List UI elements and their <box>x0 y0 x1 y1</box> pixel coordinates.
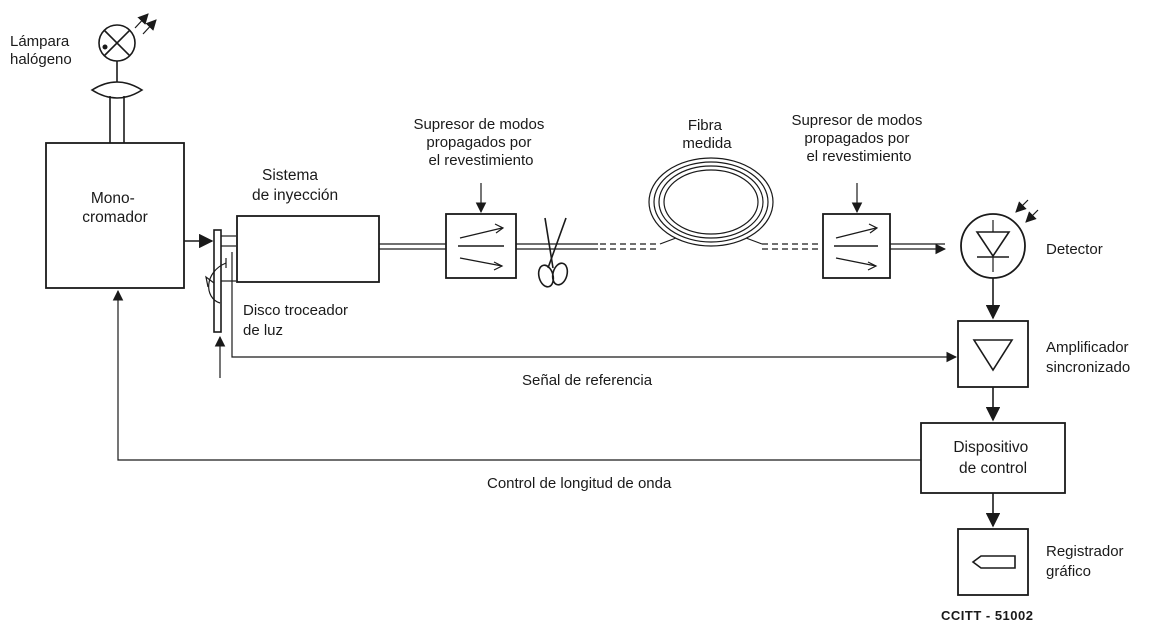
amplifier-label: Amplificador sincronizado <box>1046 339 1133 376</box>
injection-label: Sistema de inyección <box>252 167 338 204</box>
chopper-label: Disco troceador de luz <box>243 302 352 339</box>
wavelength-control-label: Control de longitud de onda <box>487 475 672 492</box>
detector-label: Detector <box>1046 241 1103 258</box>
injection-system-box <box>236 215 380 283</box>
suppressor-left-label: Supresor de modos propagados por el reve… <box>413 116 548 169</box>
control-device-box <box>920 422 1066 494</box>
amplifier-icon <box>957 320 1029 388</box>
wavelength-control-line <box>112 289 921 461</box>
fiber-coil-icon <box>648 157 774 247</box>
figure-code: CCITT - 51002 <box>941 608 1033 623</box>
lamp-label: Lámpara halógeno <box>10 33 73 68</box>
monochromator-box <box>45 142 185 289</box>
chart-recorder-icon <box>957 528 1029 596</box>
lens-icon <box>90 81 144 143</box>
chopper-disk-icon <box>205 229 236 378</box>
mode-suppressor-right-icon <box>822 213 891 279</box>
control-device-label: Dispositivo de control <box>953 439 1032 477</box>
reference-signal-label: Señal de referencia <box>522 372 653 389</box>
mode-suppressor-left-icon <box>445 213 517 279</box>
monochromator-label: Mono- cromador <box>82 190 147 226</box>
reference-signal-line <box>231 252 958 363</box>
recorder-label: Registrador gráfico <box>1046 543 1128 580</box>
optical-fiber-line <box>379 243 947 255</box>
fiber-label: Fibra medida <box>682 117 732 152</box>
suppressor-right-label: Supresor de modos propagados por el reve… <box>791 112 926 165</box>
halogen-lamp-icon <box>98 13 157 82</box>
scissors-icon <box>537 217 569 288</box>
detector-icon <box>960 199 1039 279</box>
